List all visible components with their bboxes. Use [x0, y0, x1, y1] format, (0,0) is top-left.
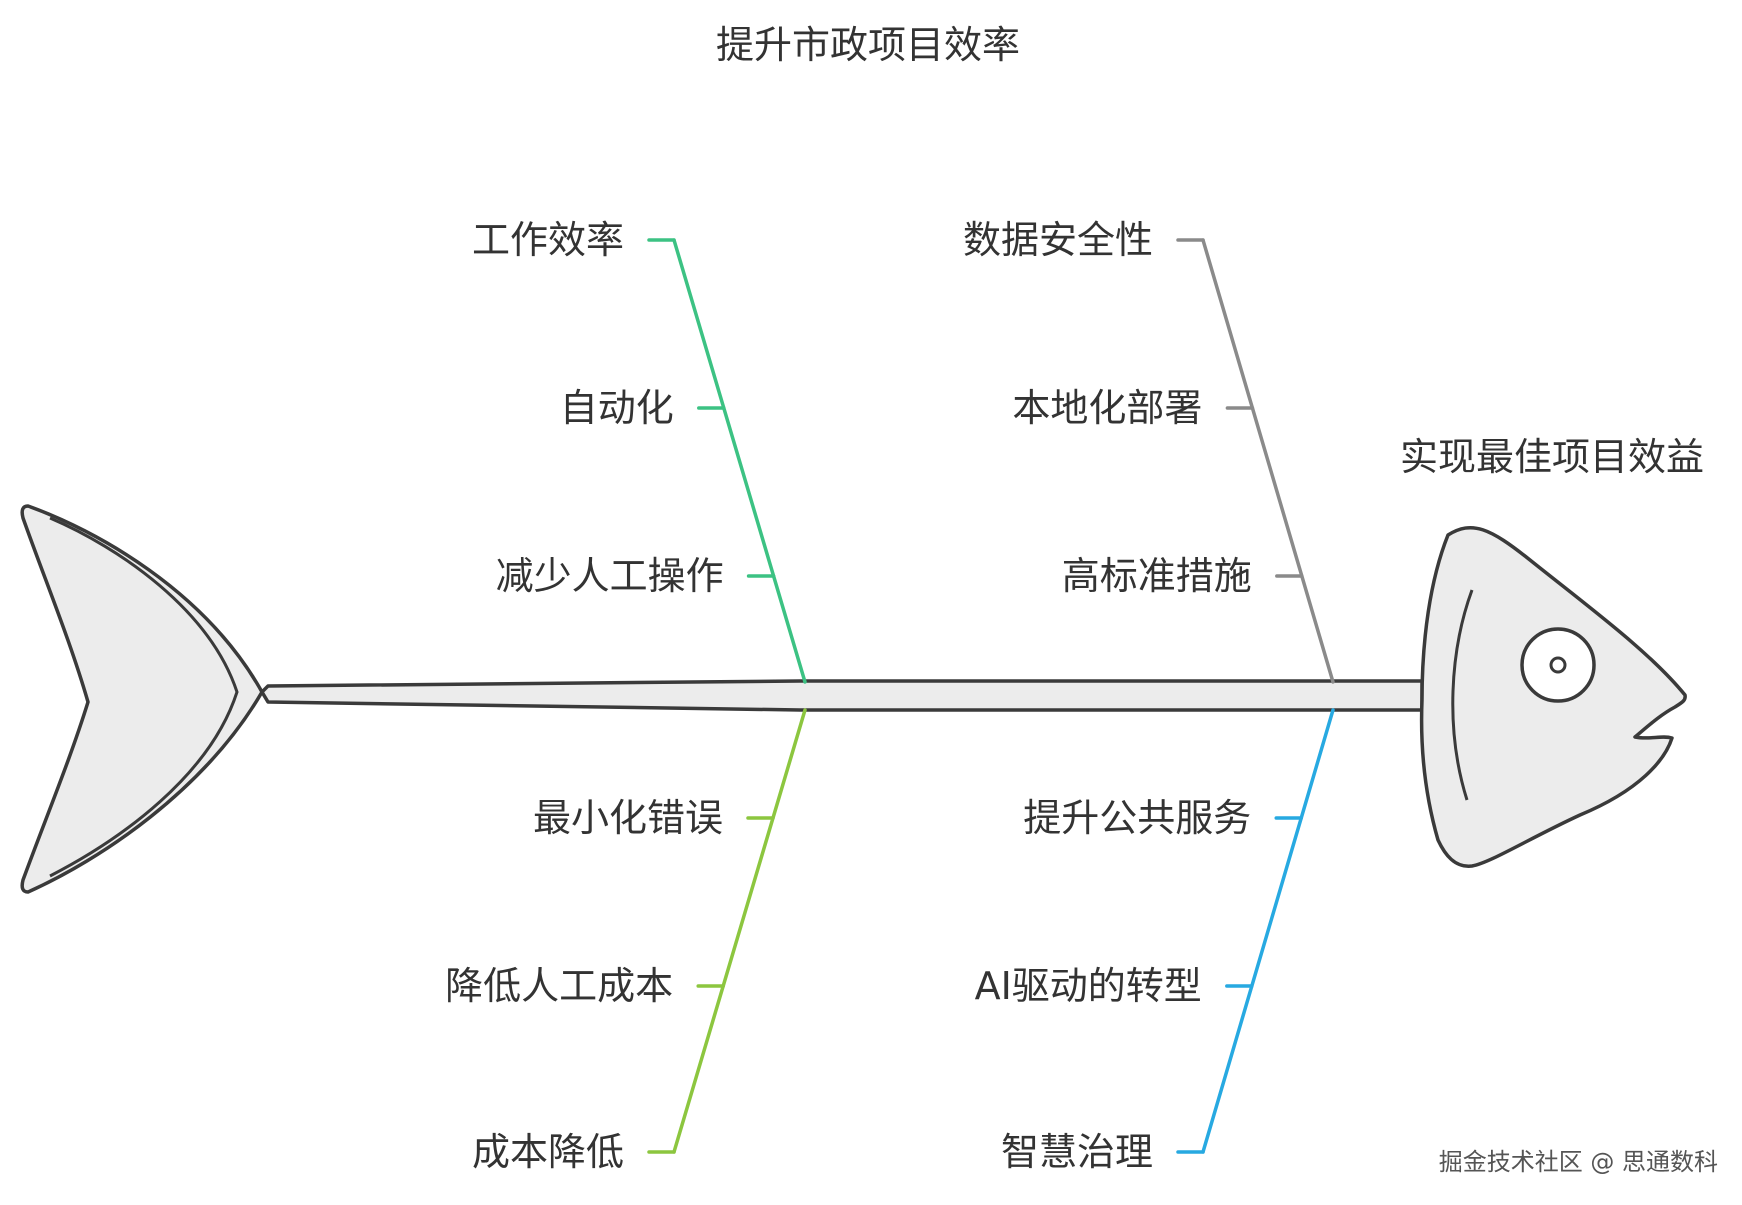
cause-label: 工作效率 — [472, 218, 624, 262]
fish-tail — [22, 506, 262, 892]
cause-label: 减少人工操作 — [496, 554, 724, 598]
bone-bottom-left — [674, 710, 805, 1152]
diagram-title: 提升市政项目效率 — [716, 23, 1020, 67]
cause-label: 降低人工成本 — [445, 964, 673, 1008]
bone-top-left — [674, 240, 805, 682]
cause-label: 提升公共服务 — [1023, 796, 1251, 840]
bone-bottom-right — [1203, 710, 1333, 1152]
cause-label: 最小化错误 — [533, 796, 723, 840]
effect-label: 实现最佳项目效益 — [1400, 435, 1704, 479]
cause-label: 成本降低 — [472, 1130, 624, 1174]
bone-top-right — [1203, 240, 1333, 682]
cause-label: AI驱动的转型 — [975, 964, 1202, 1008]
cause-label: 数据安全性 — [963, 218, 1153, 262]
cause-label: 本地化部署 — [1012, 386, 1202, 430]
cause-label: 高标准措施 — [1062, 554, 1252, 598]
cause-label: 自动化 — [560, 386, 674, 430]
fish-pupil — [1551, 658, 1565, 672]
cause-label: 智慧治理 — [1001, 1130, 1153, 1174]
fish-spine — [262, 681, 1422, 710]
watermark: 掘金技术社区 @ 思通数科 — [1439, 1148, 1718, 1176]
